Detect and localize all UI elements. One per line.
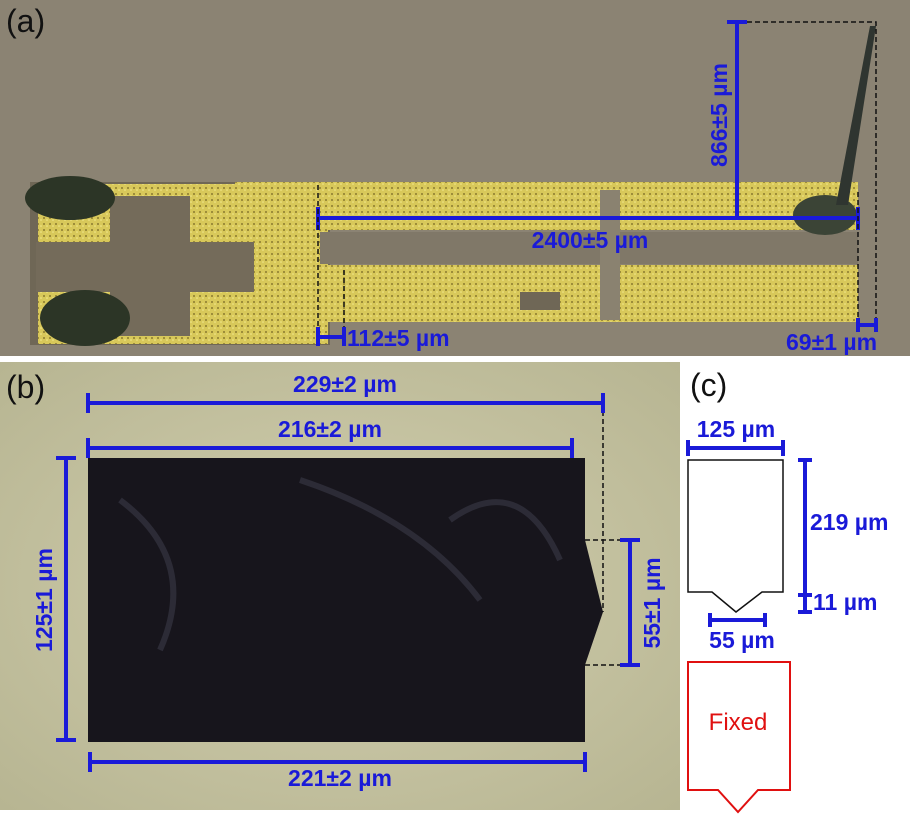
fixed-label: Fixed — [709, 709, 768, 736]
tip-dimension-line — [856, 318, 878, 332]
cantilever-cross-section — [88, 458, 603, 742]
width-dimension: 125 µm — [697, 416, 775, 442]
panel-b: (b) 229±2 µm 216±2 µm 125±1 µm 221±2 µm … — [0, 362, 680, 810]
tip-dimension: 69±1 µm — [786, 329, 877, 355]
cantilever-schematic — [687, 459, 784, 613]
panel-b-label: (b) — [6, 369, 45, 405]
offset-dimension: 112±5 µm — [347, 325, 450, 351]
height-dimension: 866±5 µm — [706, 63, 732, 167]
probe-tip — [836, 26, 876, 205]
device-chip — [25, 26, 876, 346]
top-inner-dimension: 216±2 µm — [278, 416, 382, 442]
height-dimension-b: 125±1 µm — [31, 548, 57, 652]
height-dimension-line — [727, 20, 747, 220]
panel-a: (a) 866±5 µm 2400±5 µm 112±5 µm 69±1 µm — [0, 0, 910, 356]
top-outer-dimension: 229±2 µm — [293, 371, 397, 397]
tip-height-dimension: 55±1 µm — [639, 557, 665, 648]
length-dimension-c: 219 µm — [810, 509, 888, 535]
tip-length-dimension: 11 µm — [813, 589, 877, 615]
tip-width-dimension: 55 µm — [709, 627, 775, 653]
panel-a-label: (a) — [6, 3, 45, 39]
bottom-dimension: 221±2 µm — [288, 765, 392, 791]
length-dimension: 2400±5 µm — [532, 227, 649, 253]
panel-c: (c) 125 µm 219 µm 11 µm 55 µm Fixed — [686, 367, 888, 814]
offset-dimension-line — [316, 327, 346, 346]
fixed-cantilever-schematic — [687, 661, 791, 814]
panel-c-label: (c) — [690, 367, 727, 403]
